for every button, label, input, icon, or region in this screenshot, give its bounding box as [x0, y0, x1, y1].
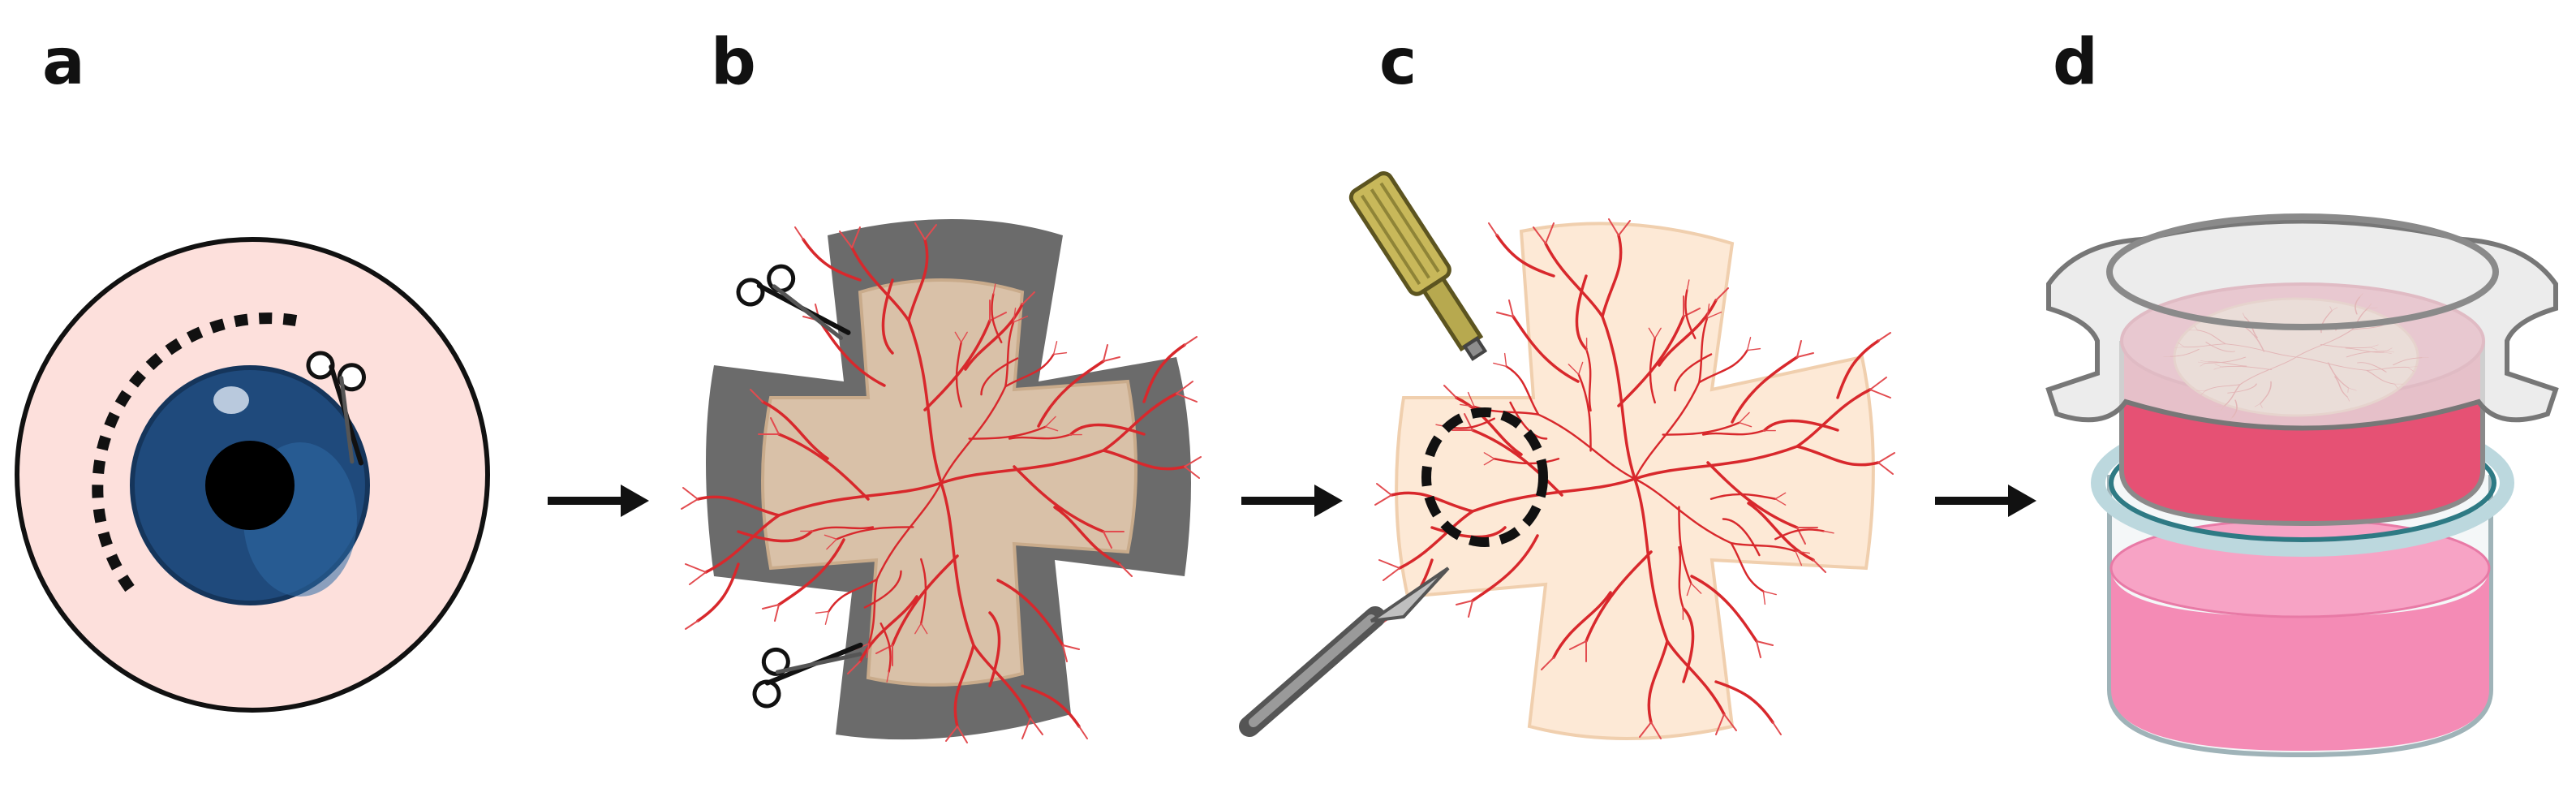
well-medium [2111, 568, 2489, 751]
incision-line [92, 312, 298, 592]
panel-label-c: c [1379, 26, 1417, 99]
eye-reflection [213, 386, 249, 414]
insert-rim [2106, 213, 2499, 330]
panel-label-b: b [711, 26, 756, 99]
panel-label-d: d [2053, 26, 2098, 99]
arrow-right-icon [1241, 485, 1343, 517]
arrow-right-icon [1935, 485, 2036, 517]
punch-region-circle [1421, 407, 1548, 547]
eye-icon [15, 237, 490, 713]
scalpel-icon [1239, 567, 1450, 737]
retina-flatmount-b [680, 219, 1202, 744]
biopsy-punch-icon [1348, 171, 1488, 361]
retina-tan [761, 278, 1137, 687]
culture-insert-icon [2045, 213, 2559, 758]
pupil [205, 441, 295, 530]
retina-flatmount-c [1374, 218, 1896, 740]
panel-label-a: a [42, 26, 85, 99]
arrow-right-icon [548, 485, 649, 517]
